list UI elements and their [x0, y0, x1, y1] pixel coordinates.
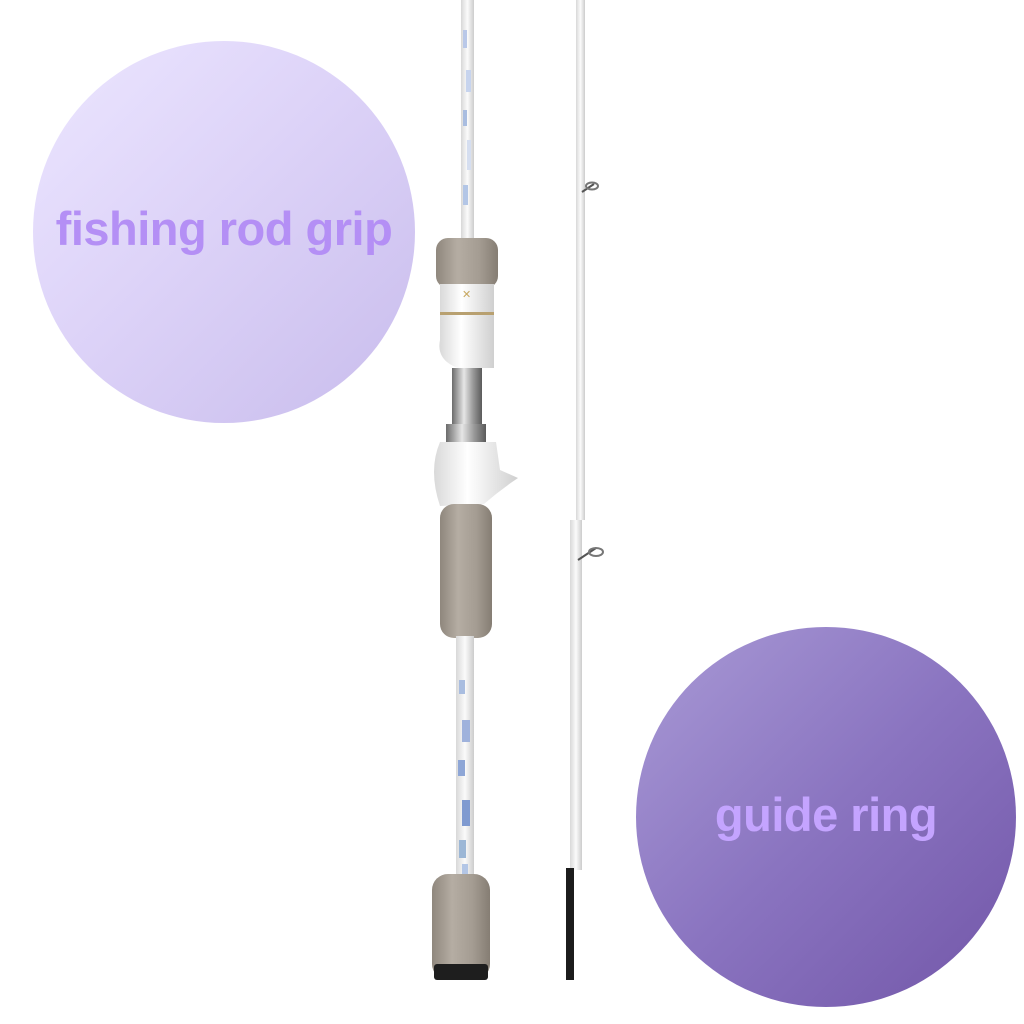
grip-callout-label: fishing rod grip: [55, 201, 393, 255]
butt-section-upper-blank: [461, 0, 474, 240]
butt-section-lower-blank: [456, 636, 474, 876]
guide-callout-label: guide ring: [714, 788, 938, 841]
butt-cap-foam: [432, 874, 490, 980]
reel-seat-upper: ✕: [439, 284, 494, 368]
reel-seat-metal: [446, 368, 486, 442]
reel-trigger: [434, 442, 518, 506]
guide-callout-bubble: guide ring: [636, 627, 1016, 1007]
guide-ring-lower: [577, 547, 604, 561]
fore-grip-foam: [436, 238, 498, 288]
rear-grip-foam: [440, 504, 492, 638]
grip-callout-bubble: fishing rod grip: [33, 41, 415, 423]
tip-section: [566, 0, 585, 980]
guide-ring-upper: [581, 181, 599, 193]
svg-text:✕: ✕: [462, 289, 471, 301]
